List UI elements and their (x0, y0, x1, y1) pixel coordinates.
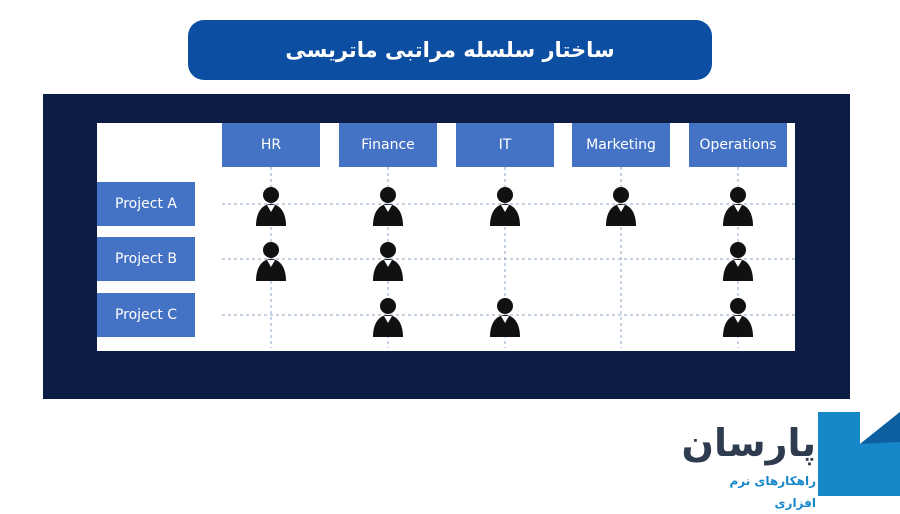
logo-name: پارسان (681, 421, 816, 465)
person-icon (721, 186, 755, 226)
person-icon (721, 297, 755, 337)
page-title: ساختار سلسله مراتبی ماتریسی (188, 20, 712, 80)
department-header: HR (222, 123, 320, 167)
department-header: Marketing (572, 123, 670, 167)
department-header: Finance (339, 123, 437, 167)
person-icon (254, 241, 288, 281)
project-label: Project A (97, 182, 195, 226)
person-icon (371, 241, 405, 281)
person-icon (488, 297, 522, 337)
person-icon (371, 186, 405, 226)
project-label: Project C (97, 293, 195, 337)
department-header: Operations (689, 123, 787, 167)
department-header: IT (456, 123, 554, 167)
bookmark-logo-icon (818, 412, 900, 496)
person-icon (371, 297, 405, 337)
matrix-card (97, 123, 795, 351)
logo-tagline: راهکارهای نرم افزاری (729, 474, 816, 510)
person-icon (604, 186, 638, 226)
project-label: Project B (97, 237, 195, 281)
person-icon (488, 186, 522, 226)
person-icon (721, 241, 755, 281)
person-icon (254, 186, 288, 226)
